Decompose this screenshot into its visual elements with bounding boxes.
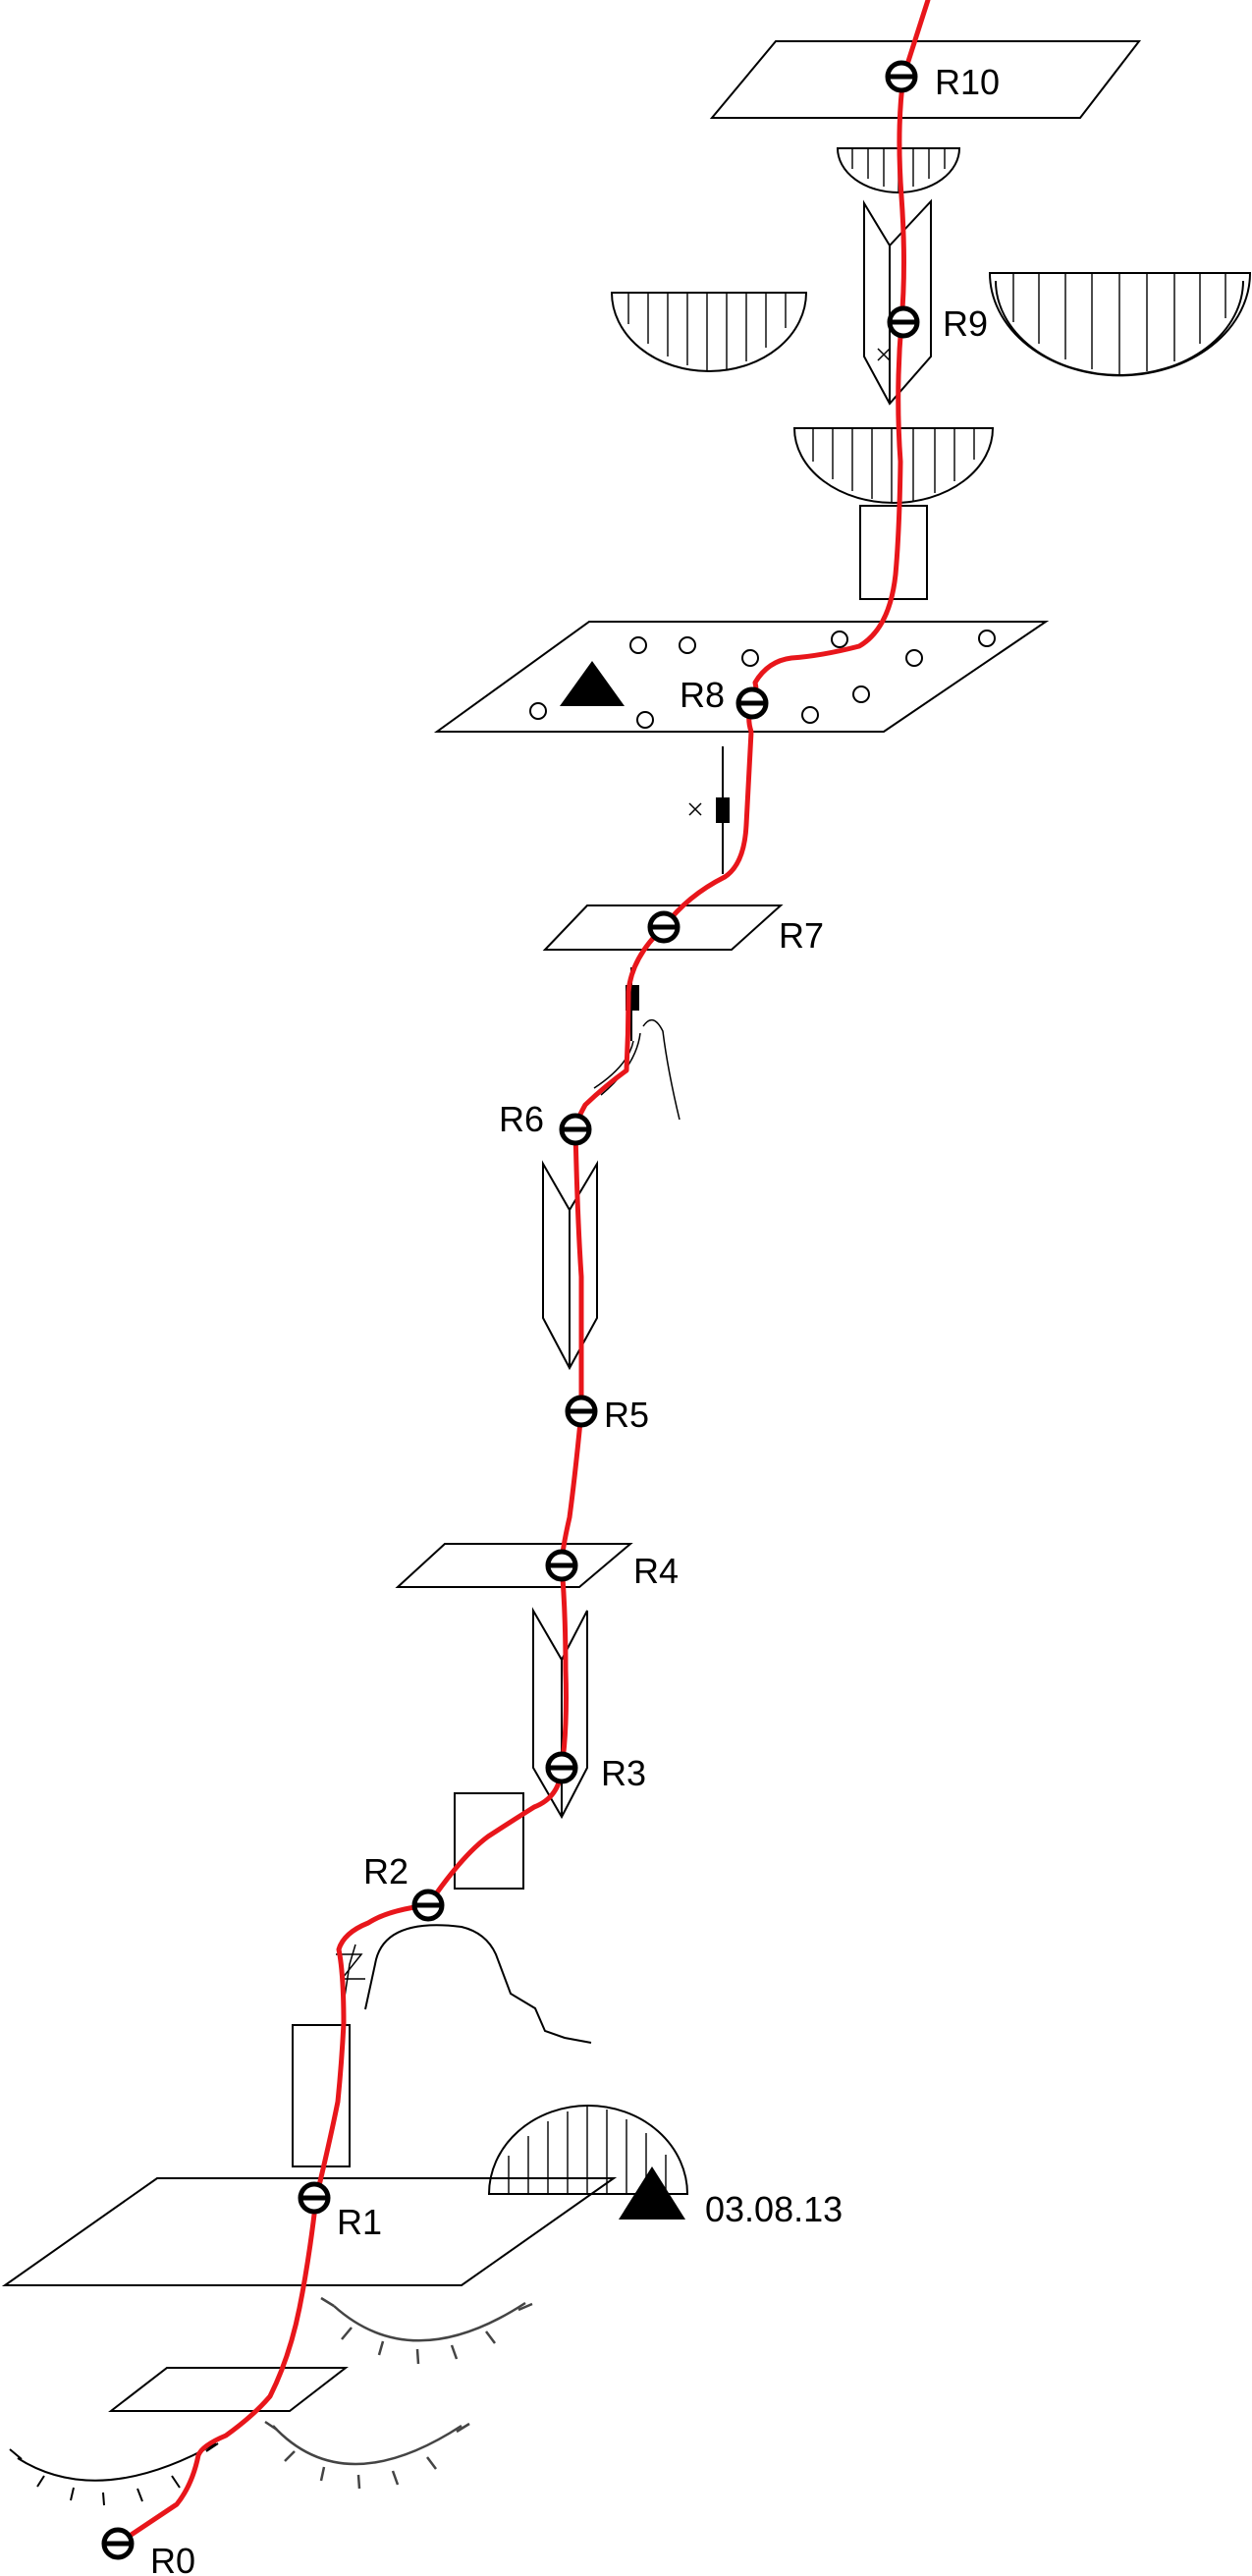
anchor-label: R9 [943,303,988,344]
anchor-r5: R5 [565,1395,649,1435]
roof-r1 [487,2105,689,2195]
crack-r2-mark [336,1953,365,1980]
hold [529,702,547,720]
date-annotation: 03.08.13 [705,2189,843,2229]
hold [852,685,870,703]
anchor-label: R7 [779,915,824,956]
hold [801,706,819,724]
protection [626,348,891,1041]
hold [831,630,848,648]
anchors: R0 R1 R2 R3 R4 R5 R6 R7 R8 R9 R10 [101,60,1000,2576]
cracks [336,1018,680,2044]
overhangs [487,147,1252,2195]
triangle-icon [560,661,625,706]
crack-r2-left [343,1944,356,2004]
route-line-main [115,0,931,2547]
hold [679,636,696,654]
hold [636,711,654,729]
ledge-r8 [433,621,1050,733]
anchor-label: R0 [150,2541,195,2576]
hold [741,649,759,667]
roof-above-block [792,427,995,504]
ledge-r1 [1,2177,618,2286]
terrain-ledges [1,40,1142,2412]
anchor-r2: R2 [363,1851,445,1922]
ledge-bottom [108,2367,349,2412]
anchor-r4: R4 [545,1549,679,1591]
anchor-label: R1 [337,2202,382,2242]
anchor-label: R8 [680,675,725,715]
blocks [292,505,928,2167]
anchor-label: R4 [633,1551,679,1591]
anchor-r10: R10 [885,60,1000,102]
anchor-label: R10 [935,62,1000,102]
anchor-label: R2 [363,1851,408,1891]
ledge-top [709,40,1142,119]
triangle-icon [619,2166,685,2220]
hold [629,636,647,654]
anchor-label: R5 [604,1395,649,1435]
anchor-r3: R3 [545,1751,646,1793]
crack-r7-left-2 [593,1040,634,1089]
hold [978,630,996,647]
roof-right-r9 [988,272,1252,377]
cross-icon [688,802,702,816]
anchor-r1: R1 [298,2181,382,2242]
bulge-bottom-right [264,2420,470,2490]
holds-r8 [529,630,996,729]
flake-r2 [364,1924,592,2044]
ledge-r7 [542,904,784,951]
anchor-r7: R7 [647,910,824,956]
anchor-r0: R0 [101,2527,195,2576]
piton-icon [716,746,730,874]
ledge-r4 [395,1543,633,1588]
anchor-label: R3 [601,1753,646,1793]
cross-icon [877,348,891,361]
crack-r7-right [642,1018,680,1121]
dihedral-r3 [532,1607,588,1820]
block-r2 [454,1792,524,1890]
bulge-under-r1 [320,2296,533,2365]
bulges [9,2296,533,2506]
bulge-bottom-left [9,2442,219,2506]
block-above-r1 [292,2024,351,2167]
dihedral-r6 [542,1160,598,1371]
anchor-label: R6 [499,1099,544,1139]
hold [905,649,923,667]
anchor-r8: R8 [680,675,769,720]
anchor-r9: R9 [887,303,988,344]
anchor-r6: R6 [499,1099,592,1146]
roof-left-r9 [610,292,808,372]
